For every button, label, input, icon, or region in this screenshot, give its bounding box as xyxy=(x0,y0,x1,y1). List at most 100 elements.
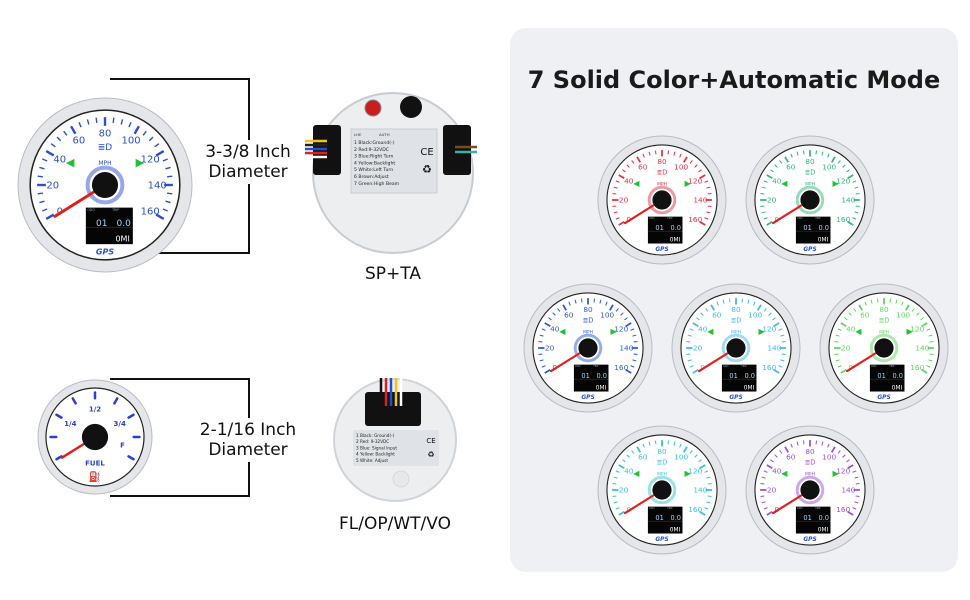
tick-mark xyxy=(766,174,773,180)
tick-mark xyxy=(766,510,773,516)
tick-mark xyxy=(128,122,132,128)
tick-label: 120 xyxy=(688,466,702,475)
dimension-text: 2-1/16 Inch xyxy=(199,420,297,440)
recycle-icon: ♻ xyxy=(422,163,432,176)
tick-mark xyxy=(700,312,704,316)
needle-cap xyxy=(652,190,672,210)
tick-mark xyxy=(704,507,709,510)
tick-label: 120 xyxy=(141,154,160,165)
high-beam-icon: ≣D xyxy=(657,458,668,466)
tick-mark xyxy=(870,299,873,304)
tick-mark xyxy=(773,322,780,328)
lcd-display xyxy=(795,216,831,244)
tick-mark xyxy=(622,169,626,173)
tick-mark xyxy=(707,495,712,498)
tick-mark xyxy=(580,298,583,303)
tick-mark xyxy=(780,359,785,362)
tick-label: 80 xyxy=(731,305,741,314)
tick-mark xyxy=(815,440,818,445)
tick-mark xyxy=(39,166,45,170)
tick-label: 140 xyxy=(693,196,707,205)
tick-mark xyxy=(835,334,840,337)
tick-mark xyxy=(928,359,933,362)
tick-mark xyxy=(911,308,915,312)
brand-logo: GPS xyxy=(803,247,816,253)
tick-mark xyxy=(50,143,56,148)
mph-ring xyxy=(647,185,677,215)
tick-mark xyxy=(613,501,618,504)
odo-value: 01 xyxy=(803,224,811,232)
trip-value: 0.0 xyxy=(818,224,829,232)
tick-label: 160 xyxy=(836,505,850,514)
tick-mark xyxy=(706,186,711,189)
mph-ring xyxy=(795,185,825,215)
tick-mark xyxy=(926,365,931,368)
tick-mark xyxy=(756,304,762,311)
tick-label: 80 xyxy=(879,305,889,314)
tick-mark xyxy=(673,151,676,156)
tick-mark xyxy=(574,299,577,304)
tick-mark xyxy=(689,160,693,164)
tick-mark xyxy=(625,322,632,328)
mode-button xyxy=(400,96,422,118)
connector-right xyxy=(443,125,471,175)
tick-mark xyxy=(620,312,624,316)
tick-mark xyxy=(760,192,765,195)
right-turn-arrow-icon: ▶ xyxy=(610,326,617,336)
tick-mark xyxy=(766,220,773,226)
tick-mark xyxy=(710,304,716,311)
tick-mark xyxy=(615,217,620,220)
tick-mark xyxy=(847,174,854,180)
adjust-knob xyxy=(392,470,410,488)
tick-label: 160 xyxy=(614,363,628,372)
tick-mark xyxy=(689,365,694,368)
needle-cap xyxy=(81,423,109,451)
tick-mark xyxy=(667,440,670,445)
tick-mark xyxy=(855,495,860,498)
tick-label: 40 xyxy=(772,176,782,185)
tick-mark xyxy=(541,365,546,368)
tick-mark xyxy=(162,158,168,162)
tick-mark xyxy=(167,175,173,178)
tick-mark xyxy=(837,365,842,368)
right-turn-arrow-icon: ▶ xyxy=(906,326,913,336)
tick-mark xyxy=(760,495,765,498)
mileage-value: 0MI xyxy=(115,235,129,244)
fuel-tick-label: 1/2 xyxy=(89,406,101,414)
tick-label: 60 xyxy=(638,162,648,171)
tick-mark xyxy=(618,220,625,226)
tick-label: 140 xyxy=(148,181,167,192)
tick-mark xyxy=(704,217,709,220)
tick-mark xyxy=(699,510,706,516)
right-turn-arrow-icon: ▶ xyxy=(832,468,839,478)
tick-label: 20 xyxy=(767,196,777,205)
tick-mark xyxy=(815,150,818,155)
unit-label: MPH xyxy=(657,471,667,477)
tick-mark xyxy=(155,150,165,157)
mileage-value: 0MI xyxy=(818,238,829,244)
tick-mark xyxy=(698,169,702,173)
tick-label: 160 xyxy=(688,505,702,514)
needle-cap xyxy=(726,338,746,358)
tick-mark xyxy=(599,299,602,304)
high-beam-icon: ≣D xyxy=(98,143,113,153)
trip-label: TRIP xyxy=(815,507,821,510)
tick-label: 140 xyxy=(767,344,781,353)
tick-mark xyxy=(834,353,839,356)
mph-ring xyxy=(573,333,603,363)
tick-mark xyxy=(615,507,620,510)
unit-label: MPH xyxy=(98,160,111,167)
wiring-label xyxy=(350,128,438,194)
lcd-display xyxy=(573,364,609,392)
tick-mark xyxy=(162,208,168,212)
tick-mark xyxy=(846,459,850,463)
tick-mark xyxy=(706,211,711,214)
tick-label: 60 xyxy=(638,452,648,461)
wiring-line: 1 Black:Ground(-) xyxy=(354,140,395,146)
tick-label: 20 xyxy=(767,486,777,495)
tick-mark xyxy=(63,130,68,136)
tick-mark xyxy=(694,164,698,168)
wiring-line: 5 White: Adjust xyxy=(356,458,388,463)
tick-mark xyxy=(763,507,768,510)
